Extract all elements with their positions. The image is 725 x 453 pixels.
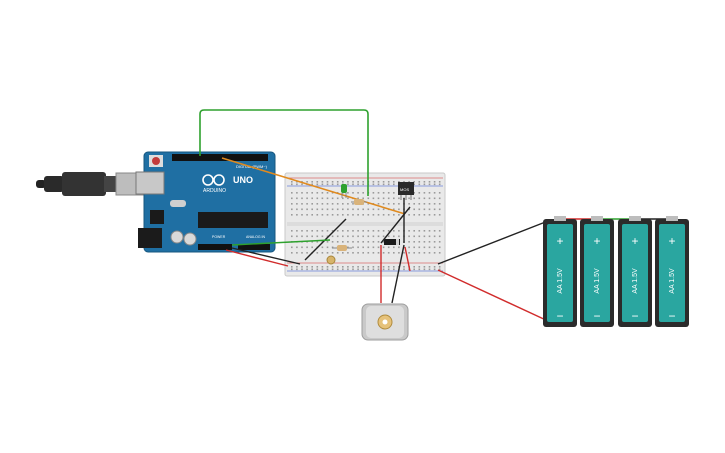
battery-rating-label: AA 1.5V bbox=[594, 268, 601, 294]
usb-cable bbox=[36, 172, 145, 196]
battery-minus-label: − bbox=[556, 309, 563, 323]
battery-2[interactable]: + − AA 1.5V bbox=[580, 216, 614, 327]
usb-chip bbox=[150, 210, 164, 224]
power-label: POWER bbox=[212, 235, 226, 239]
mcu-chip bbox=[198, 212, 268, 228]
battery-plus-label: + bbox=[556, 234, 563, 248]
battery-minus-label: − bbox=[631, 309, 638, 323]
dc-motor[interactable] bbox=[361, 303, 409, 341]
capacitor-2 bbox=[183, 232, 197, 246]
wire-green-top bbox=[199, 109, 369, 196]
breadboard-wires bbox=[225, 198, 549, 322]
diode[interactable] bbox=[384, 239, 400, 245]
capacitor-1 bbox=[170, 230, 184, 244]
power-header bbox=[198, 244, 232, 250]
digital-header bbox=[172, 154, 268, 161]
power-jack bbox=[138, 228, 162, 248]
arduino-brand: ARDUINO bbox=[203, 188, 226, 194]
battery-plus-label: + bbox=[593, 234, 600, 248]
mosfet[interactable]: MOS bbox=[398, 182, 414, 200]
battery-rating-label: AA 1.5V bbox=[669, 268, 676, 294]
usb-port bbox=[135, 171, 165, 195]
mosfet-label: MOS bbox=[400, 187, 409, 192]
battery-plus-label: + bbox=[668, 234, 675, 248]
battery-rating-label: AA 1.5V bbox=[632, 268, 639, 294]
battery-1[interactable]: + − AA 1.5V bbox=[543, 216, 577, 327]
resistor-2[interactable] bbox=[332, 245, 352, 251]
breadboard-holes bbox=[291, 181, 441, 271]
arduino-model: UNO bbox=[233, 175, 253, 185]
arduino-uno-board[interactable]: ARDUINO UNO DIGITAL (PWM~) POWER ANALOG … bbox=[135, 151, 276, 253]
battery-4[interactable]: + − AA 1.5V bbox=[655, 216, 689, 327]
photoresistor[interactable] bbox=[326, 255, 336, 265]
battery-rating-label: AA 1.5V bbox=[557, 268, 564, 294]
battery-plus-label: + bbox=[631, 234, 638, 248]
breadboard[interactable] bbox=[284, 172, 446, 277]
battery-3[interactable]: + − AA 1.5V bbox=[618, 216, 652, 327]
led-green[interactable] bbox=[341, 184, 347, 198]
analog-label: ANALOG IN bbox=[246, 235, 266, 239]
wire-orange bbox=[221, 157, 406, 215]
arduino-logo bbox=[202, 174, 225, 186]
battery-minus-label: − bbox=[593, 309, 600, 323]
battery-pack: + − AA 1.5V + − AA 1.5V + − AA 1.5V + − AA 1.5V bbox=[543, 216, 689, 327]
battery-minus-label: − bbox=[668, 309, 675, 323]
analog-header bbox=[238, 244, 270, 250]
crystal bbox=[170, 200, 186, 207]
resistor-1[interactable] bbox=[351, 199, 367, 205]
